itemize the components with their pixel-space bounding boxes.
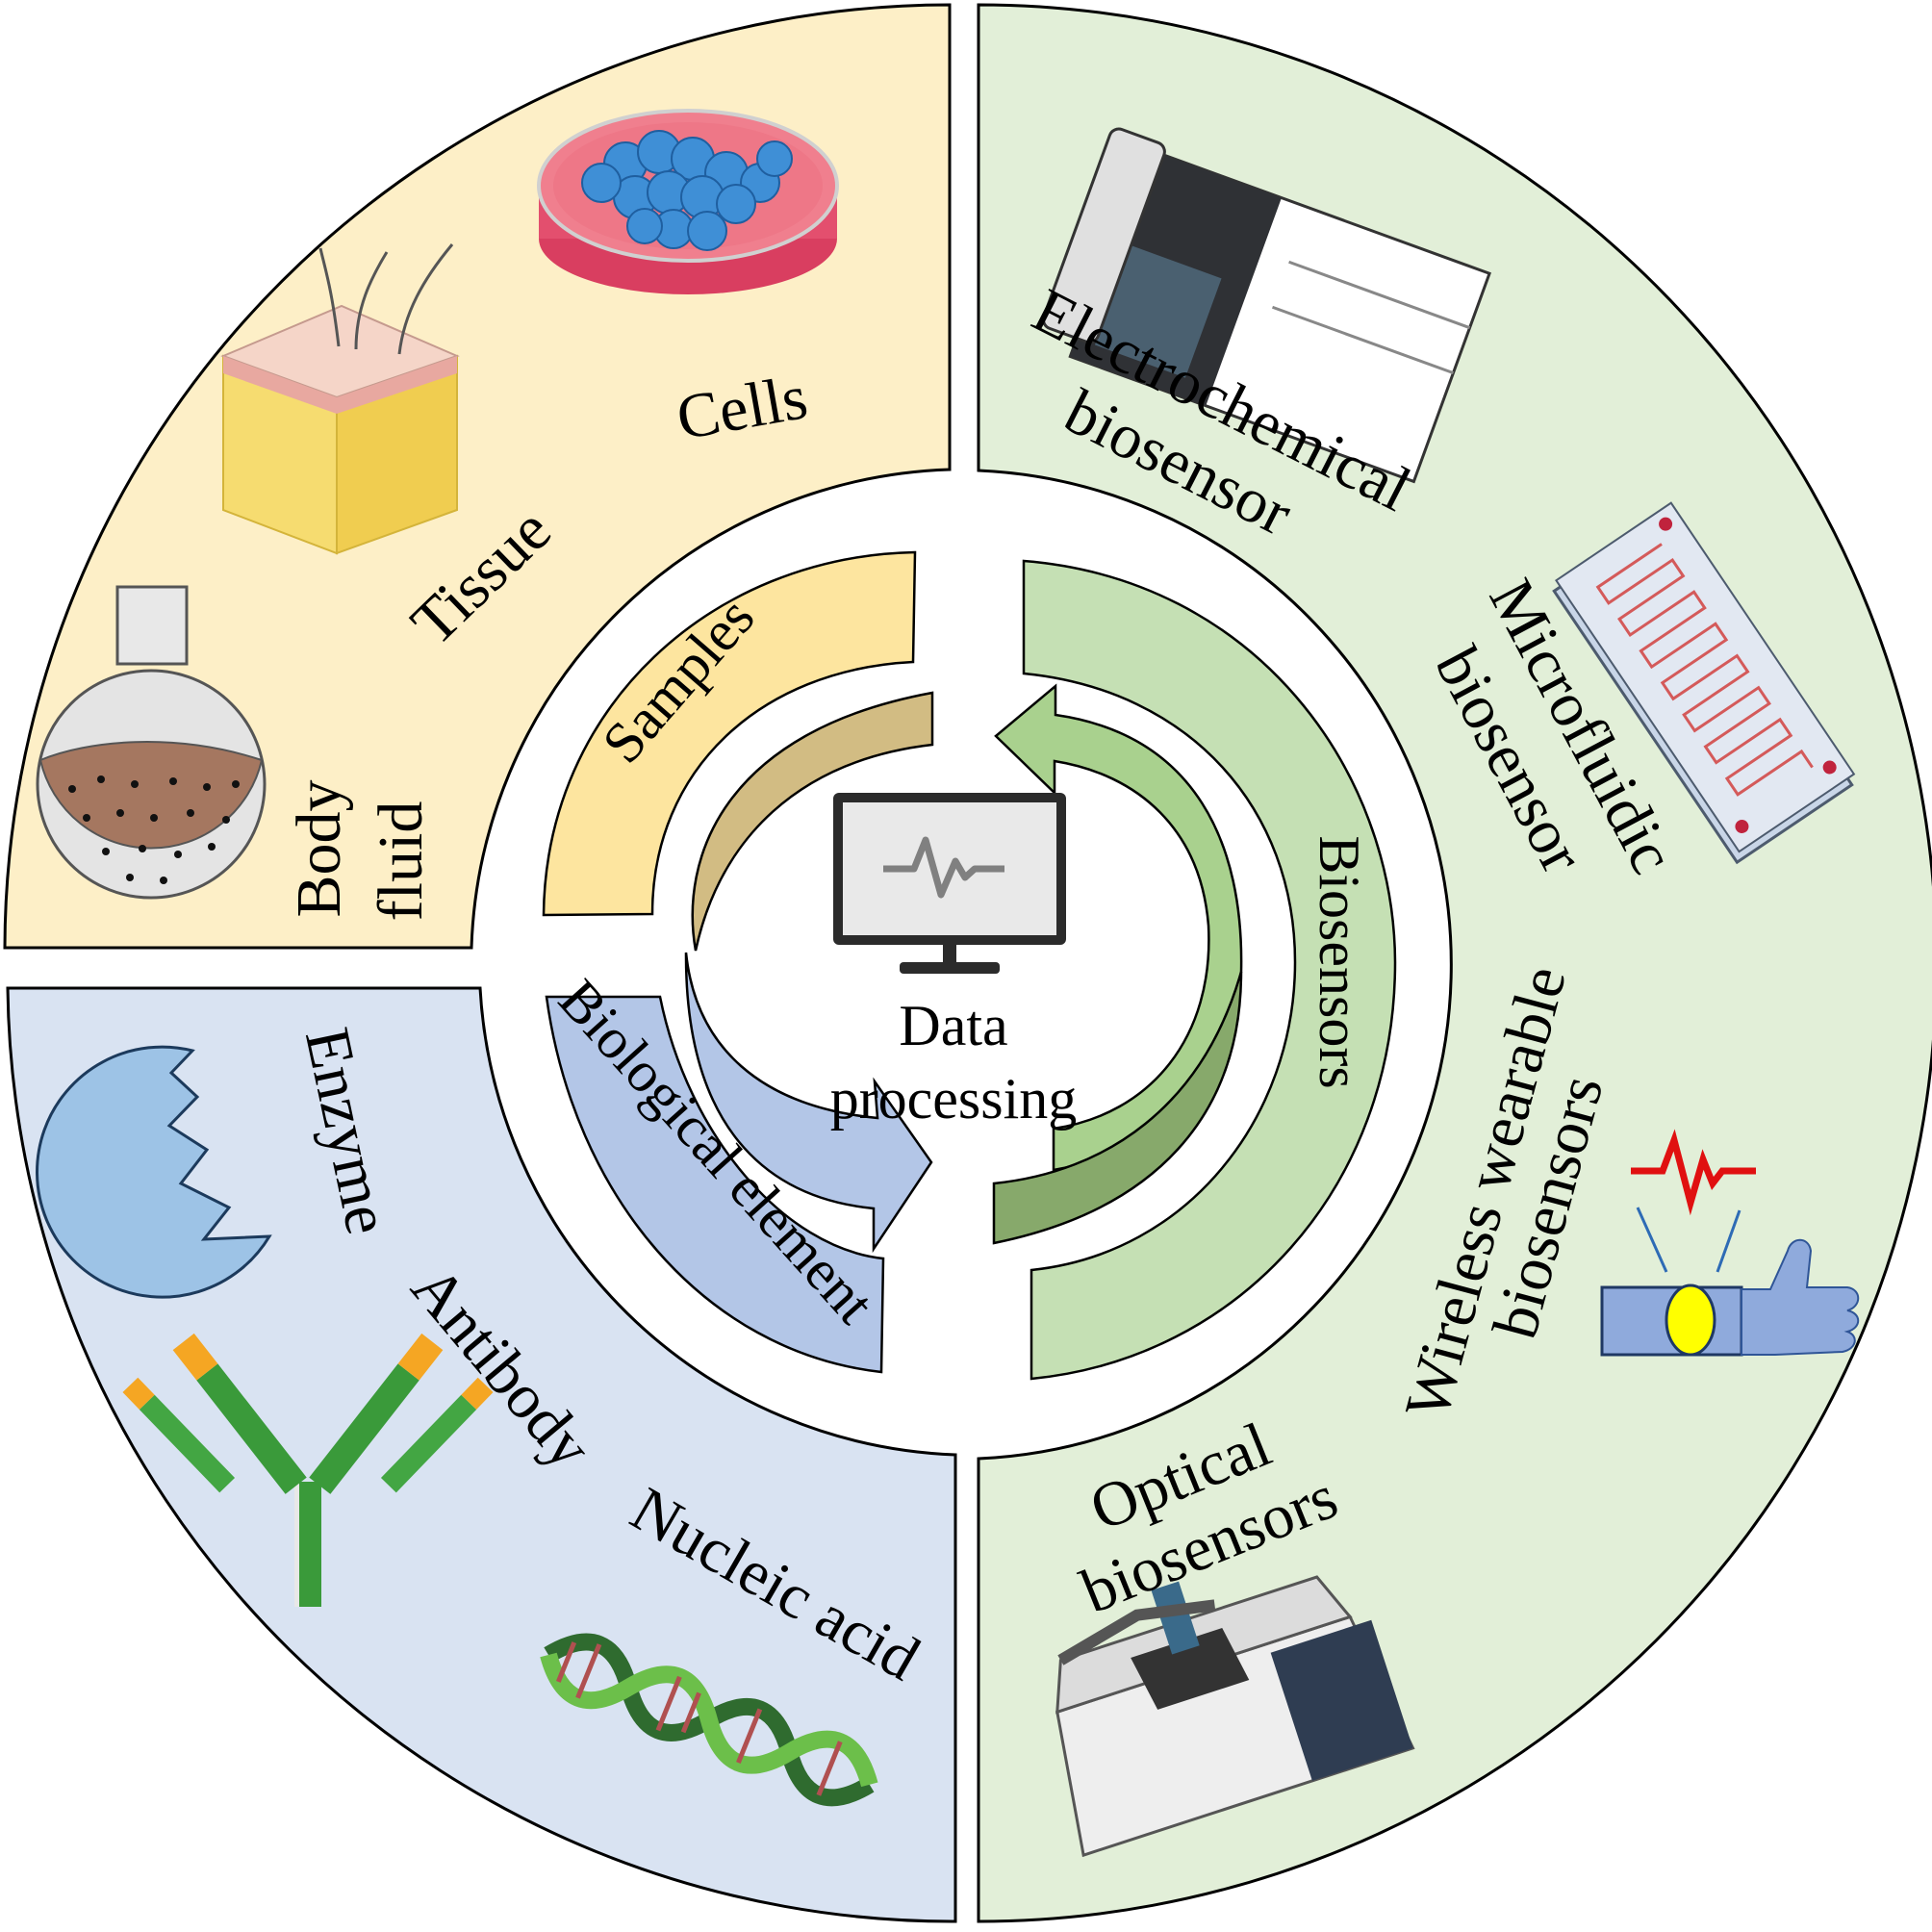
inner-arrows	[684, 683, 1243, 1254]
samples-arrow	[691, 691, 934, 952]
biological-sector	[6, 986, 957, 1923]
tissue-block-icon	[220, 243, 460, 555]
biosensors-arrow-dark	[992, 971, 1243, 1245]
ring-bands	[542, 550, 1397, 1381]
biological-band	[545, 995, 885, 1374]
biosensors-sector	[977, 3, 1932, 1923]
petri-dish-cells-icon	[537, 109, 839, 294]
biosensors-band	[1022, 559, 1397, 1381]
dna-helix-icon	[540, 1633, 878, 1807]
center-label-line2: processing	[830, 1067, 1078, 1131]
enzyme-icon	[36, 1045, 272, 1299]
biosensors-arrow-light	[994, 683, 1243, 1172]
label-body: Body	[284, 779, 354, 917]
antibody-icon	[122, 1333, 494, 1607]
optical-spectrometer-icon	[1055, 1575, 1415, 1858]
label-fluid: fluid	[366, 801, 436, 922]
biological-arrow	[684, 952, 933, 1254]
electrochemical-instrument-icon	[1041, 127, 1491, 484]
monitor-waveform-icon	[833, 793, 1066, 974]
ring-label-biosensors: Biosensors	[1308, 835, 1371, 1088]
samples-band	[542, 550, 917, 917]
microfluidic-chip-icon	[1552, 501, 1856, 865]
center-label-line1: Data	[899, 994, 1007, 1057]
wearable-sensor-icon	[1600, 1129, 1860, 1357]
flask-body-fluid-icon	[36, 585, 267, 900]
